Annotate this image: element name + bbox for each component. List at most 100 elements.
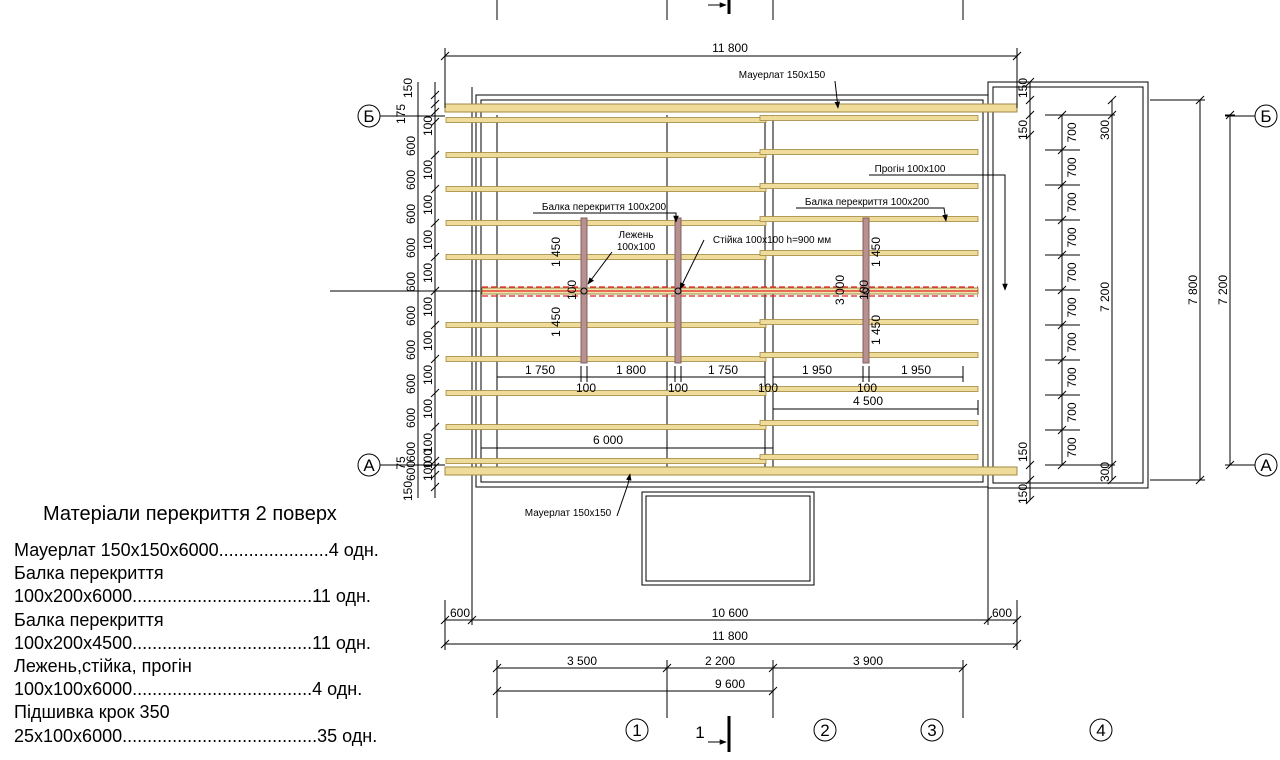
axis-2-label: 2 — [820, 721, 829, 740]
axis-b-right: Б — [1260, 107, 1271, 126]
dim-axis-seg2: 2 200 — [705, 654, 735, 668]
right-tick — [1107, 95, 1117, 105]
materials-line: 100x200x6000............................… — [14, 586, 371, 607]
dim-v-1450-d: 1 450 — [869, 315, 883, 345]
dim-bottom-right: 600 — [992, 606, 1012, 620]
dim-bottom — [440, 600, 1022, 650]
dim-axis-seg3: 3 900 — [853, 654, 883, 668]
right-tick — [1025, 460, 1035, 470]
left-dim-label: 100 — [421, 263, 435, 283]
dim-bottom-inner: 10 600 — [712, 606, 749, 620]
section-mark-top — [708, 0, 731, 14]
post-markers — [580, 287, 870, 295]
dim-v-3000: 3 000 — [833, 275, 847, 305]
right-700-label: 700 — [1065, 157, 1079, 177]
materials-title: Матеріали перекриття 2 поверх — [43, 503, 337, 525]
label-mauerlat-bottom: Мауерлат 150x150 — [525, 508, 612, 519]
left-dim-label: 100 — [421, 331, 435, 351]
materials-line: Балка перекриття — [14, 609, 164, 630]
right-7200-far: 7 200 — [1216, 275, 1230, 305]
left-dim-tick — [430, 252, 440, 262]
beam-left — [445, 458, 767, 464]
left-dim-tick — [430, 218, 440, 228]
label-sill-2: 100x100 — [617, 242, 656, 253]
right-700-label: 700 — [1065, 437, 1079, 457]
right-150-a: 150 — [1016, 78, 1030, 98]
inner-dim-lines — [481, 366, 979, 449]
beam-right — [759, 115, 979, 121]
dim-1800: 1 800 — [616, 363, 646, 377]
left-dim-label: 100 — [421, 297, 435, 317]
left-dim-label: 600 — [404, 442, 418, 462]
right-tick — [1195, 475, 1205, 485]
left-dim-tick — [430, 117, 440, 127]
dim-100-right: 100 — [857, 381, 877, 395]
right-tick — [1107, 110, 1117, 120]
dim-1750-a: 1 750 — [525, 363, 555, 377]
right-700-label: 700 — [1065, 192, 1079, 212]
beam-left — [445, 356, 767, 362]
beam-right — [759, 149, 979, 155]
left-dim-label: 100 — [421, 433, 435, 453]
dim-axis-seg1: 3 500 — [567, 654, 597, 668]
left-dim-tick — [430, 482, 440, 492]
left-dim-tick — [430, 354, 440, 364]
beam-left — [445, 186, 767, 192]
left-dim-label: 150 — [401, 78, 415, 98]
materials-line: Лежень,стійка, прогін — [14, 656, 192, 677]
left-dim-label: 600 — [404, 408, 418, 428]
beam-left — [445, 117, 767, 123]
right-700-label: 700 — [1065, 367, 1079, 387]
axis-bubbles-bottom — [625, 718, 1113, 742]
left-dim-label: 600 — [404, 204, 418, 224]
left-dim-tick — [430, 99, 440, 109]
dim-1750-b: 1 750 — [708, 363, 738, 377]
dim-100-b: 100 — [668, 381, 688, 395]
materials-line: Мауерлат 150x150x6000...................… — [14, 540, 379, 560]
dim-6000: 6 000 — [593, 433, 623, 447]
right-tick — [1025, 95, 1035, 105]
dim-100-a: 100 — [576, 381, 596, 395]
left-dim-tick — [430, 462, 440, 472]
beam-left — [445, 152, 767, 158]
left-dim-tick — [430, 320, 440, 330]
left-dim-label: 100 — [421, 449, 435, 469]
right-tick — [1025, 110, 1035, 120]
left-dim-label: 100 — [421, 116, 435, 136]
right-tick — [1025, 130, 1035, 140]
left-dim-tick — [430, 456, 440, 466]
axis-4-label: 4 — [1096, 721, 1105, 740]
left-dim-label: 600 — [404, 170, 418, 190]
dim-100-c: 100 — [758, 381, 778, 395]
right-700-label: 700 — [1065, 122, 1079, 142]
left-dim-label: 600 — [404, 306, 418, 326]
left-dim-tick — [430, 470, 440, 480]
beam-right — [759, 183, 979, 189]
right-tick — [1107, 460, 1117, 470]
left-dimension-chain: 1501751006001006001006001006001006001006… — [394, 78, 440, 501]
materials-line: Балка перекриття — [14, 563, 164, 584]
axis-bubbles-side — [357, 104, 1278, 477]
dim-bottom-left: 600 — [450, 606, 470, 620]
label-sill-1: Лежень — [619, 230, 654, 241]
dim-v-1450-a: 1 450 — [549, 237, 563, 267]
left-dim-tick — [430, 184, 440, 194]
right-dimension-lines — [1029, 82, 1235, 500]
left-dim-label: 100 — [421, 230, 435, 250]
right-150-b: 150 — [1016, 120, 1030, 140]
beam-right — [759, 454, 979, 460]
axis-1-label: 1 — [632, 721, 641, 740]
dim-v-1450-b: 1 450 — [549, 307, 563, 337]
right-700-label: 700 — [1065, 227, 1079, 247]
materials-line: 25x100x6000.............................… — [14, 725, 378, 746]
dim-top — [440, 48, 1022, 108]
left-dim-tick — [430, 150, 440, 160]
beam-right — [759, 420, 979, 426]
beam-left — [445, 322, 767, 328]
left-dim-label: 100 — [421, 160, 435, 180]
left-dim-label: 100 — [421, 195, 435, 215]
dim-1950-b: 1 950 — [901, 363, 931, 377]
axis-b-left: Б — [363, 107, 374, 126]
